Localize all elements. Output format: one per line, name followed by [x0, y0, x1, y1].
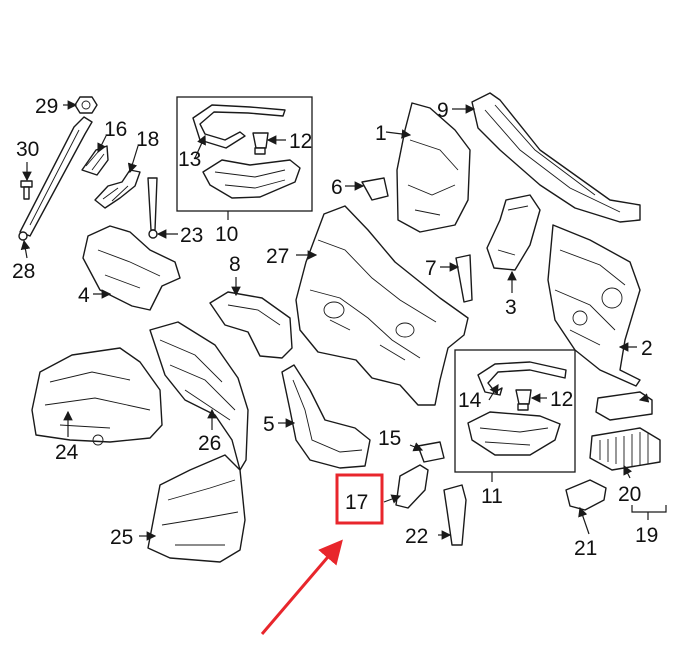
callout-29: 29	[35, 95, 58, 118]
part-9-cowl-icon	[471, 92, 641, 223]
part-2-panel-icon	[547, 224, 641, 387]
part-3-duct-icon	[486, 194, 541, 271]
callout-8: 8	[229, 253, 241, 276]
part-16-bracket-icon	[81, 145, 109, 176]
part-18-bracket-icon	[94, 169, 141, 209]
callout-16: 16	[104, 118, 127, 141]
leader-lines	[20, 100, 650, 541]
callout-7: 7	[425, 257, 437, 280]
callout-28: 28	[12, 260, 35, 283]
part-14-seal-icon	[477, 361, 567, 396]
part-25-panel-icon	[147, 454, 246, 563]
callout-10: 10	[215, 223, 238, 246]
part-12-clip-icon	[252, 132, 269, 155]
callout-9: 9	[437, 99, 449, 122]
part-21-part-icon	[565, 479, 607, 511]
callout-19: 19	[635, 524, 658, 547]
part-17-bracket-icon	[395, 464, 429, 509]
highlight-box	[335, 473, 384, 525]
part-13-seal-icon	[192, 104, 286, 149]
part-1-panel-icon	[396, 102, 471, 233]
group-frame-10	[176, 96, 313, 212]
callout-12-lower: 12	[550, 388, 573, 411]
highlight-arrow	[260, 539, 343, 635]
part-11-tray-icon	[467, 411, 561, 456]
callout-30: 30	[16, 138, 39, 161]
group-frame-11	[454, 349, 576, 473]
callout-22: 22	[405, 525, 428, 548]
callout-6: 6	[331, 176, 343, 199]
part-26-panel-icon	[149, 321, 249, 471]
callout-18: 18	[136, 128, 159, 151]
callout-21: 21	[574, 537, 597, 560]
callout-12-upper: 12	[289, 130, 312, 153]
callout-5: 5	[263, 413, 275, 436]
callout-1: 1	[375, 122, 387, 145]
callout-20: 20	[618, 483, 641, 506]
callout-14: 14	[458, 389, 482, 412]
part-24-panel-icon	[31, 347, 163, 446]
callout-26: 26	[198, 432, 221, 455]
callout-17: 17	[345, 491, 368, 514]
part-27-firewall-icon	[295, 205, 469, 406]
callout-15: 15	[378, 427, 401, 450]
part-30-bolt-icon	[20, 180, 33, 200]
part-12-clip-lower-icon	[515, 389, 532, 411]
callout-25: 25	[110, 526, 133, 549]
callout-4: 4	[78, 284, 90, 307]
part-8-bracket-icon	[209, 291, 293, 359]
callout-24: 24	[55, 441, 79, 464]
part-4-wheelhouse-icon	[82, 225, 181, 311]
part-7-bracket-icon	[455, 254, 473, 303]
part-10-tray-icon	[202, 159, 301, 199]
part-23-rod-icon	[147, 177, 158, 239]
part-28-strut-icon	[18, 116, 93, 241]
callout-27: 27	[266, 245, 289, 268]
part-5-rail-icon	[281, 364, 371, 469]
part-20-filter-icon	[589, 391, 661, 471]
part-29-nut-icon	[74, 96, 98, 114]
part-15-bracket-icon	[417, 441, 445, 463]
callout-13: 13	[178, 148, 201, 171]
part-22-bracket-icon	[443, 484, 467, 546]
callout-11: 11	[481, 485, 503, 508]
bracket-19	[631, 505, 667, 520]
callout-23: 23	[180, 224, 203, 247]
callout-3: 3	[505, 296, 517, 319]
part-6-bracket-icon	[361, 177, 389, 201]
callout-2: 2	[641, 337, 653, 360]
